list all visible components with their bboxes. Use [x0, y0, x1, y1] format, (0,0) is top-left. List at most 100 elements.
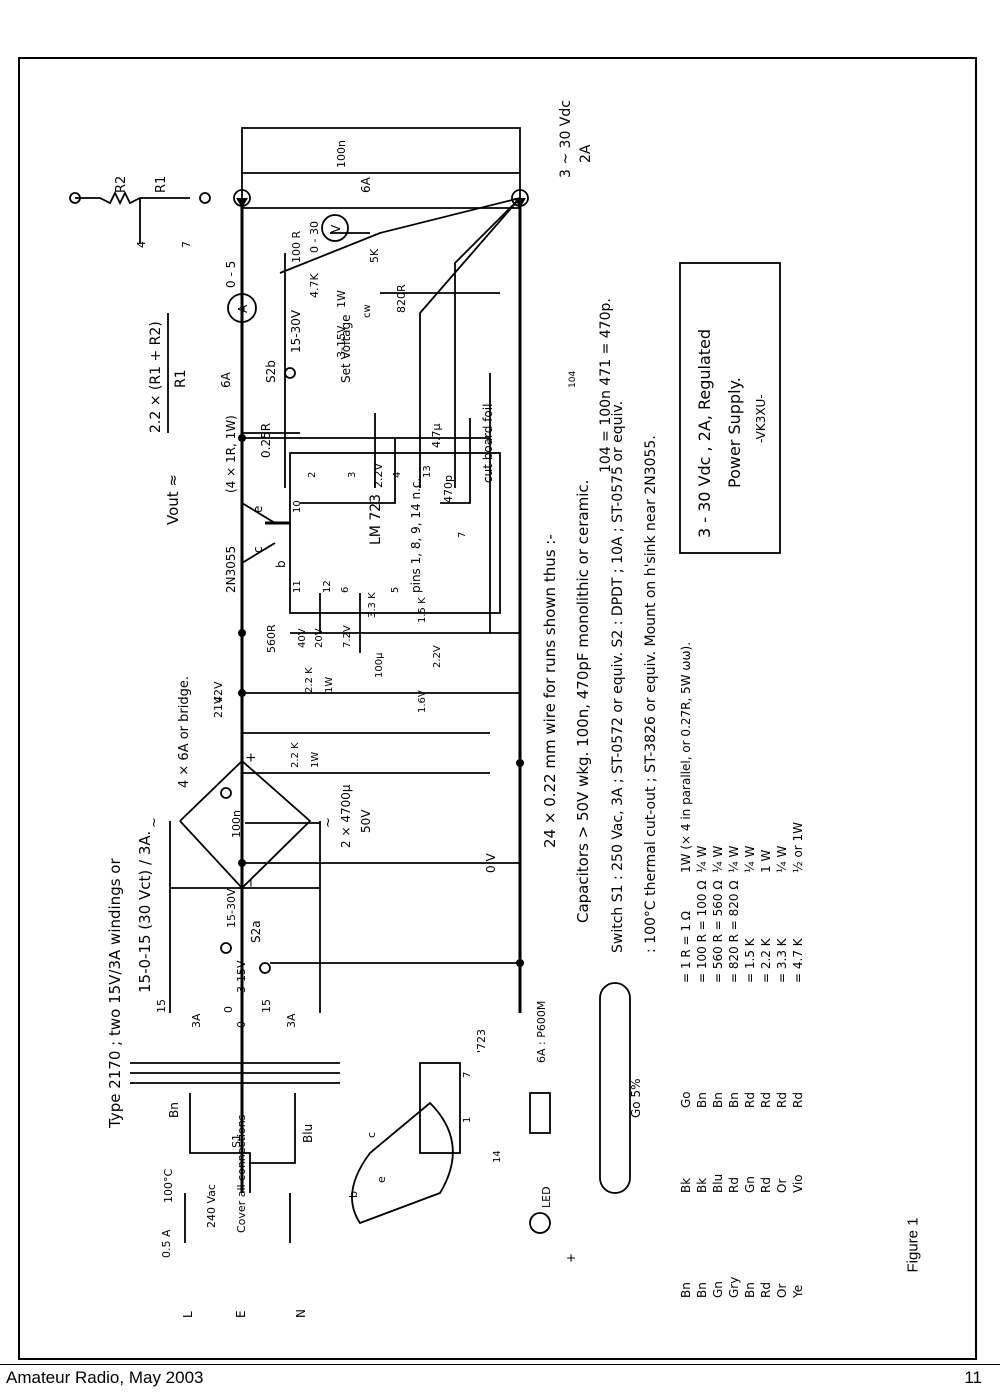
- terminal-minus: [511, 189, 529, 207]
- svg-text:Rd: Rd: [743, 1092, 757, 1108]
- ground-0v: 0 V: [484, 853, 498, 873]
- wiring: [75, 127, 526, 1243]
- thermal-100c: 100°C: [162, 1169, 175, 1203]
- bridge-minus: −: [244, 877, 259, 888]
- out-current: 2A: [578, 144, 594, 163]
- svg-text:= 1 R = 1 Ω: = 1 R = 1 Ω: [679, 911, 693, 983]
- svg-text:Rd: Rd: [759, 1092, 773, 1108]
- bridge-label: 4 × 6A or bridge.: [177, 676, 192, 788]
- terminal-plus: [233, 189, 251, 207]
- v-42: 42V: [212, 681, 225, 703]
- tap-3a-a: 3A: [190, 1013, 203, 1028]
- pkg-led: LED: [540, 1186, 553, 1208]
- pkg-pin14: 14: [492, 1150, 503, 1163]
- diode-6a-out: 6A: [359, 176, 373, 193]
- ic-pin11: 11: [292, 580, 303, 593]
- res-4k7: 4.7K: [308, 273, 321, 298]
- term-e: E: [234, 1310, 248, 1318]
- figure-frame: [18, 57, 977, 1360]
- v-20: 20V: [314, 628, 325, 648]
- prim-bn: Bn: [167, 1102, 181, 1118]
- cap-100n-bridge: 100n: [230, 810, 243, 838]
- cap-100n-out: 100n: [335, 140, 348, 168]
- res-100r: 100 R: [290, 231, 303, 263]
- tap-3a-b: 3A: [285, 1013, 298, 1028]
- ic-pin13: 13: [422, 465, 433, 478]
- table-row: Ye Vio Rd = 4.7 K ½ or 1W: [791, 822, 805, 1299]
- shunt-value: 0.25R: [259, 423, 273, 458]
- title-line2: Power Supply.: [725, 377, 744, 488]
- ic-pin4: 4: [392, 472, 403, 478]
- pkg-723: '723: [475, 1029, 488, 1053]
- table-row: Gn Blu Bn = 560 R = 560 Ω ¼ W: [711, 846, 725, 1298]
- res-4k7-w: 1W: [335, 290, 348, 308]
- set-voltage: Set Voltage: [339, 314, 353, 383]
- svg-text:= 4.7 K: = 4.7 K: [791, 937, 805, 983]
- v-21: 21V: [212, 696, 225, 718]
- title-line1: 3 - 30 Vdc , 2A, Regulated: [695, 329, 714, 538]
- tap-15b: 15: [260, 999, 273, 1013]
- label-pin7: 7: [180, 241, 193, 248]
- svg-text:Blu: Blu: [711, 1174, 725, 1193]
- svg-text:Bn: Bn: [743, 1282, 757, 1298]
- ic-pin10: 10: [292, 500, 303, 513]
- table-row: Bn Bk Bn = 100 R = 100 Ω ¼ W: [695, 846, 709, 1298]
- res-3k3: 3.3 K: [367, 592, 378, 618]
- transformer-note1: Type 2170 ; two 15V/3A windings or: [106, 858, 124, 1129]
- r-terminal-a: [69, 192, 81, 204]
- sw-3-15: 3-15V: [335, 325, 348, 358]
- v-2-2b: 2.2V: [432, 645, 443, 668]
- formula-num: 2.2 × (R1 + R2): [148, 321, 164, 433]
- tolerance: Go 5%: [629, 1079, 643, 1119]
- capacitors-note: Capacitors > 50V wkg. 100n, 470pF monoli…: [574, 480, 592, 923]
- tap-0a: 0: [222, 1006, 235, 1013]
- svg-text:Rd: Rd: [759, 1282, 773, 1298]
- dip-package-icon: [419, 1062, 461, 1154]
- svg-text:Go: Go: [679, 1091, 693, 1108]
- pot-5k: 5K: [368, 248, 381, 263]
- led-icon: [529, 1212, 551, 1234]
- bridge-plus: +: [244, 752, 259, 763]
- ic-pin12: 12: [322, 580, 333, 593]
- v-7-2: 7.2V: [342, 625, 353, 648]
- trans-c: c: [251, 546, 265, 553]
- res-2k2: 2.2 K: [304, 667, 315, 693]
- ic-pins: pins 1, 8, 9, 14 n.c.: [409, 478, 423, 593]
- ic-pin7: 7: [457, 532, 468, 538]
- svg-text:Gry: Gry: [727, 1277, 741, 1298]
- thermal-note: : 100°C thermal cut-out ; ST-3826 or equ…: [643, 435, 659, 953]
- resistor-table: Bn Bk Go = 1 R = 1 Ω 1W (× 4 in parallel…: [679, 642, 805, 1299]
- table-row: Rd Rd Rd = 2.2 K 1 W: [759, 850, 773, 1298]
- out-arrow-plus: [236, 198, 248, 208]
- pkg-led-plus: +: [564, 1253, 578, 1263]
- p600m-diode-icon: [529, 1092, 551, 1134]
- ic-pin2: 2: [307, 472, 318, 478]
- svg-text:Ye: Ye: [791, 1285, 805, 1299]
- ammeter: [227, 293, 257, 323]
- cover-note: Cover all connections: [235, 1114, 248, 1233]
- label-r1: R1: [154, 176, 169, 193]
- svg-text:1 W: 1 W: [759, 850, 773, 873]
- svg-text:¼ W: ¼ W: [711, 846, 725, 873]
- svg-text:¼ W: ¼ W: [775, 846, 789, 873]
- meter-v-range: 0 - 30: [308, 221, 321, 253]
- meter-v: V: [329, 224, 343, 233]
- svg-text:¼ W: ¼ W: [727, 846, 741, 873]
- label-pin4: 4: [135, 241, 148, 248]
- cap-code-body: 104: [568, 371, 578, 388]
- svg-text:¼ W: ¼ W: [743, 846, 757, 873]
- svg-text:1W (× 4 in parallel, or 0.27R,: 1W (× 4 in parallel, or 0.27R, 5W ωω).: [679, 642, 693, 873]
- pkg-e: e: [375, 1176, 388, 1183]
- ic-pin3: 3: [347, 472, 358, 478]
- table-row: Bn Bk Go = 1 R = 1 Ω 1W (× 4 in parallel…: [679, 642, 693, 1298]
- formula-den: R1: [173, 369, 189, 388]
- title-box: [679, 262, 781, 554]
- bridge-ac-b: ~: [321, 817, 336, 828]
- footer-rule: [0, 1364, 1000, 1365]
- mains: 240 Vac: [205, 1184, 218, 1228]
- svg-text:= 820 R = 820 Ω: = 820 R = 820 Ω: [727, 881, 741, 984]
- bridge-ac-a: ~: [147, 817, 162, 828]
- svg-text:½ or 1W: ½ or 1W: [791, 822, 805, 873]
- s2a: S2a: [249, 920, 263, 943]
